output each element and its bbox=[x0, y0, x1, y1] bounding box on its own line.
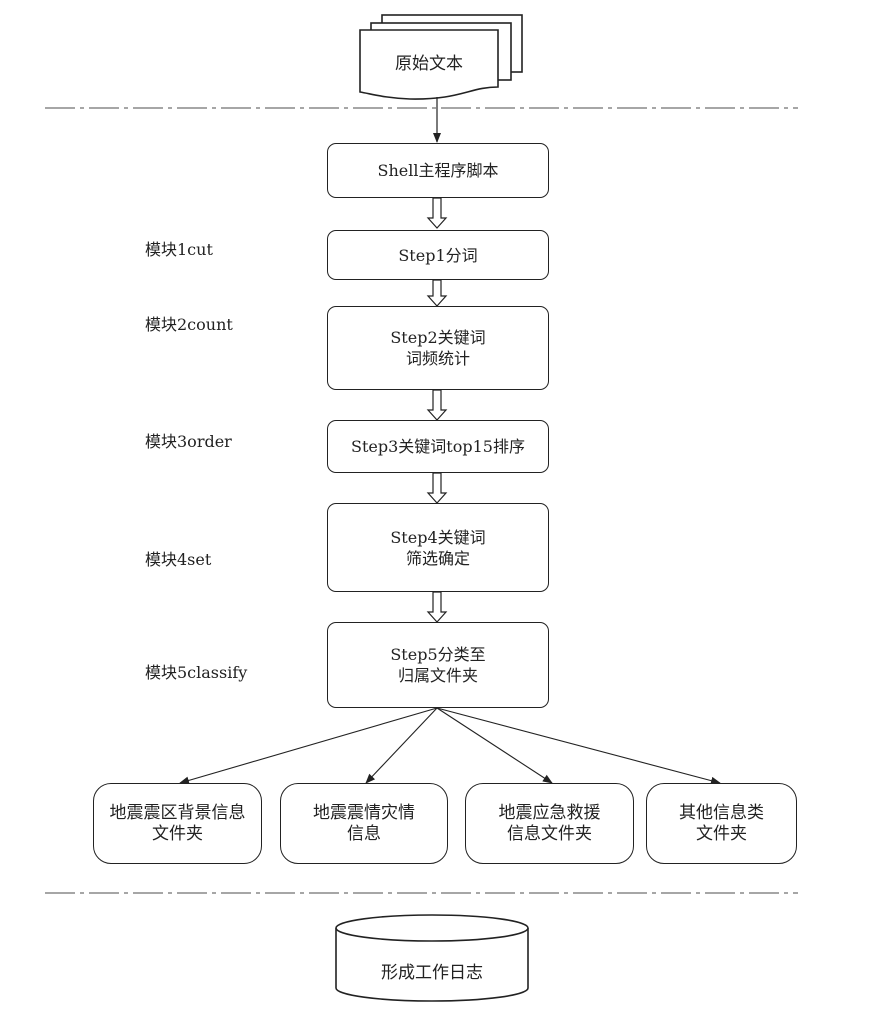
work-log-label: 形成工作日志 bbox=[381, 962, 483, 983]
module-label: 模块1cut bbox=[145, 240, 213, 259]
folder-box: 其他信息类 文件夹 bbox=[646, 783, 797, 864]
main-script-box: Shell主程序脚本 bbox=[327, 143, 549, 198]
database-cylinder-icon bbox=[335, 914, 529, 1002]
folder-box: 地震应急救援 信息文件夹 bbox=[465, 783, 634, 864]
fanout-arrows bbox=[179, 707, 721, 785]
step-box: Step4关键词 筛选确定 bbox=[327, 503, 549, 592]
module-label: 模块2count bbox=[145, 315, 233, 334]
module-label: 模块4set bbox=[145, 550, 212, 569]
folder-box: 地震震区背景信息 文件夹 bbox=[93, 783, 262, 864]
folder-box: 地震震情灾情 信息 bbox=[280, 783, 448, 864]
module-label: 模块3order bbox=[145, 432, 232, 451]
hollow-arrows bbox=[426, 197, 448, 623]
step-box: Step5分类至 归属文件夹 bbox=[327, 622, 549, 708]
step-box: Step2关键词 词频统计 bbox=[327, 306, 549, 390]
source-text-label: 原始文本 bbox=[395, 53, 463, 74]
module-label: 模块5classify bbox=[145, 663, 248, 682]
document-stack-icon bbox=[359, 14, 523, 100]
step-box: Step1分词 bbox=[327, 230, 549, 280]
step-box: Step3关键词top15排序 bbox=[327, 420, 549, 473]
